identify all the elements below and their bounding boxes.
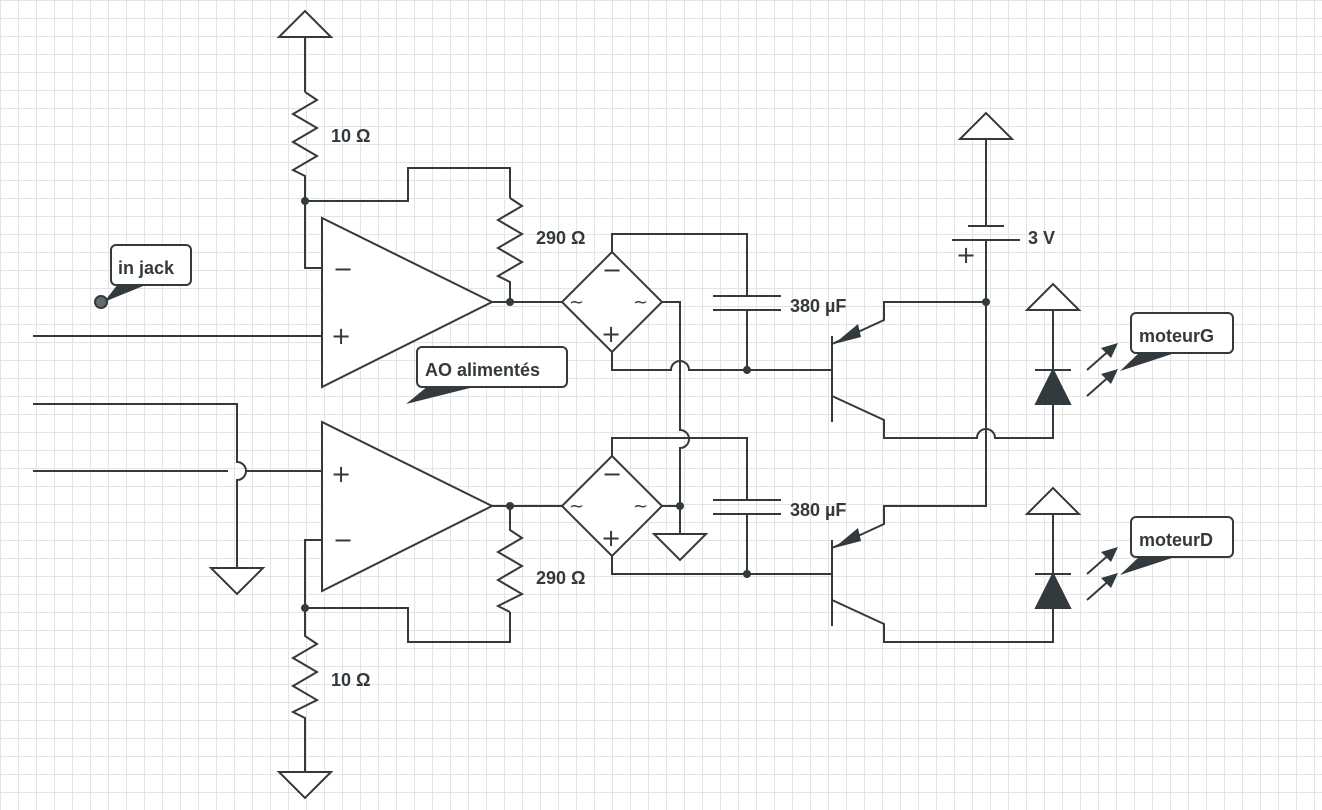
- transistor-bottom-arrow: [834, 528, 861, 548]
- resistor-feedback-top-label: 290 Ω: [536, 228, 585, 248]
- callout-moteur-g-tail: [1120, 352, 1178, 371]
- transistor-bottom-collector: [831, 599, 1054, 643]
- bottom-stage: + − 290 Ω 10 Ω: [33, 403, 585, 800]
- capacitor-top: 380 µF: [713, 295, 846, 370]
- callout-ao-text: AO alimentés: [425, 360, 540, 380]
- junction: [506, 298, 514, 306]
- op-amp-top-plus: +: [331, 322, 351, 350]
- bridge-top-plus: +: [601, 320, 621, 348]
- callout-moteur-d-box: [1130, 516, 1234, 558]
- top-stage: 10 Ω 290 Ω − +: [33, 9, 585, 389]
- supply-symbol-led-top: [1024, 282, 1082, 311]
- capacitor-bottom: 380 µF: [713, 499, 846, 574]
- led-bottom-ray-arrow-2: [1101, 573, 1118, 588]
- feedback-wire-top: [305, 167, 511, 202]
- callout-in-jack-text: in jack: [118, 258, 175, 278]
- callout-moteur-d[interactable]: moteurD: [1120, 516, 1234, 575]
- callout-moteur-d-tail: [1120, 556, 1178, 575]
- callout-in-jack[interactable]: in jack: [94, 244, 192, 309]
- junction: [676, 502, 684, 510]
- callout-ao-tail: [406, 386, 478, 404]
- wire: [662, 301, 690, 534]
- op-amp-bottom: [321, 420, 495, 593]
- capacitor-bottom-plates: [713, 499, 781, 574]
- ground-symbol-bottom-left: [276, 771, 334, 800]
- resistor-feedback-bottom-290-ohm: [495, 506, 525, 613]
- battery-3v: + 3 V: [952, 111, 1055, 306]
- resistor-feedback-bottom-label: 290 Ω: [536, 568, 585, 588]
- supply-symbol-top-left: [276, 9, 334, 38]
- led-bottom-triangle: [1034, 571, 1072, 609]
- wire: [304, 201, 322, 269]
- led-top-ray-arrow-1: [1101, 343, 1118, 358]
- callout-in-jack-box: [110, 244, 192, 286]
- resistor-top-label: 10 Ω: [331, 126, 370, 146]
- bridge-bottom-tilde-right: ~: [633, 496, 648, 517]
- wire: [304, 539, 322, 608]
- transistor-top-arrow: [834, 324, 861, 344]
- battery-plus-sign: +: [956, 241, 976, 269]
- bridge-bottom-plus: +: [601, 524, 621, 552]
- callout-ao[interactable]: AO alimentés: [406, 346, 568, 404]
- led-top: [1024, 282, 1118, 405]
- supply-symbol-battery: [957, 111, 1015, 140]
- ground-symbol-middle: [651, 533, 709, 562]
- op-amp-bottom-minus: −: [333, 526, 353, 554]
- bridge-top-tilde-right: ~: [633, 292, 648, 313]
- feedback-wire-bottom: [305, 607, 511, 643]
- bridge-bottom-minus: −: [602, 460, 622, 488]
- bridge-top-tilde-left: ~: [569, 292, 584, 313]
- resistor-feedback-top-290-ohm: [495, 197, 524, 302]
- junction: [982, 298, 990, 306]
- transistor-top-collector: [831, 395, 1054, 439]
- callout-moteur-d-text: moteurD: [1139, 530, 1213, 550]
- capacitor-top-label: 380 µF: [790, 296, 846, 316]
- wire: [611, 556, 832, 575]
- junction: [506, 502, 514, 510]
- wire: [611, 437, 748, 500]
- transistor-bottom-emitter: [831, 302, 987, 549]
- bridge-bottom-tilde-left: ~: [569, 496, 584, 517]
- wire: [611, 233, 748, 296]
- bridge-top-minus: −: [602, 256, 622, 284]
- callout-ao-box: [416, 346, 568, 388]
- led-top-triangle: [1034, 367, 1072, 405]
- op-amp-top: [321, 216, 495, 389]
- callout-in-jack-anchor[interactable]: [94, 295, 108, 309]
- led-bottom-ray-arrow-1: [1101, 547, 1118, 562]
- callout-moteur-g[interactable]: moteurG: [1120, 312, 1234, 371]
- callout-moteur-g-box: [1130, 312, 1234, 354]
- transistor-bottom: [831, 302, 1054, 643]
- wire: [611, 352, 832, 371]
- op-amp-bottom-plus: +: [331, 460, 351, 488]
- resistor-bottom-10-ohm: [290, 608, 320, 772]
- resistor-top-10-ohm: [290, 91, 319, 201]
- battery-label: 3 V: [1028, 228, 1055, 248]
- capacitor-bottom-label: 380 µF: [790, 500, 846, 520]
- input-wire-ground: [33, 403, 247, 568]
- op-amp-top-minus: −: [333, 255, 353, 283]
- resistor-bottom-label: 10 Ω: [331, 670, 370, 690]
- transistor-top: [831, 301, 1054, 439]
- supply-symbol-led-bottom: [1024, 486, 1082, 515]
- callout-moteur-g-text: moteurG: [1139, 326, 1214, 346]
- led-bottom: [1024, 486, 1118, 609]
- callout-in-jack-tail: [104, 284, 148, 302]
- led-top-ray-arrow-2: [1101, 369, 1118, 384]
- ground-symbol-left: [208, 567, 266, 596]
- capacitor-top-plates: [713, 295, 781, 370]
